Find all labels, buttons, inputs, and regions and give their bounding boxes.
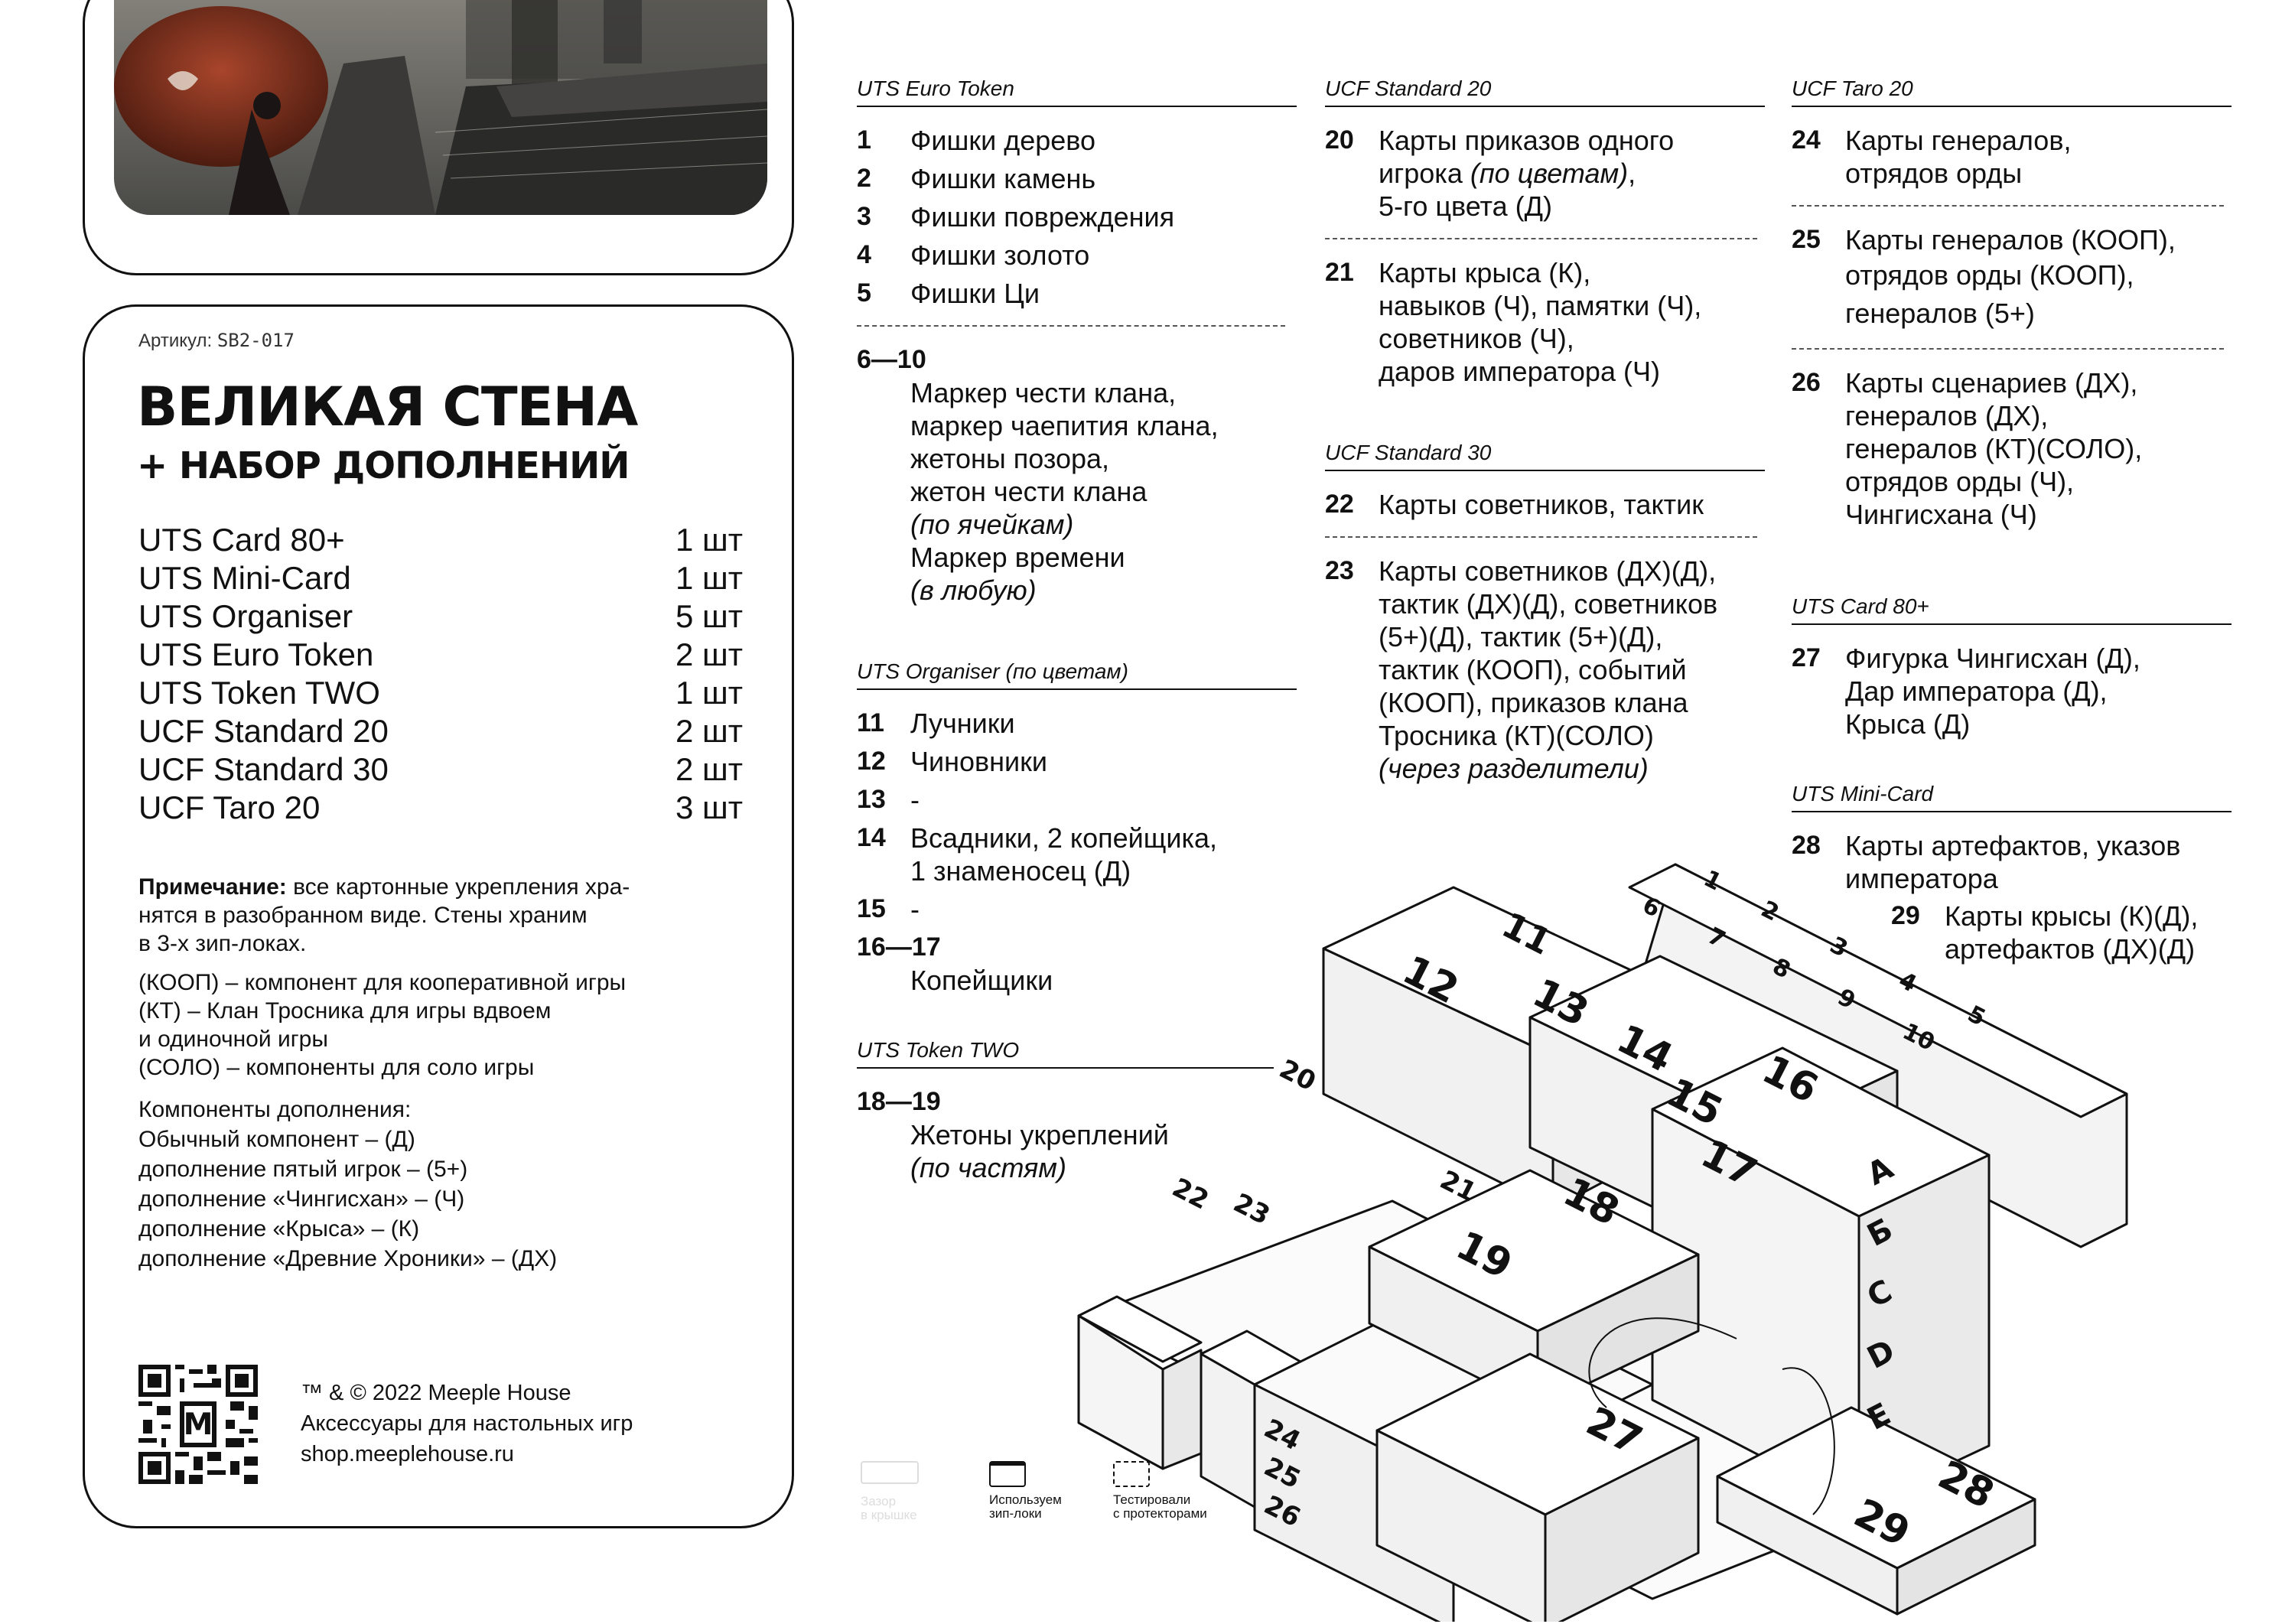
umbrella-shape [114, 6, 328, 167]
list-item: 13- [857, 784, 920, 815]
svg-text:20: 20 [1274, 1053, 1320, 1097]
section-header: UTS Token TWO [857, 1038, 1274, 1069]
divider [1792, 348, 2224, 350]
section-header: UCF Taro 20 [1792, 76, 2232, 107]
divider [1325, 238, 1757, 239]
divider [1792, 205, 2224, 207]
list-item: 6—10 [857, 345, 926, 374]
cover-illustration [114, 0, 767, 215]
contents-row: UTS Card 80+1 шт [138, 522, 743, 558]
product-info-card: Артикул: SB2-017 ВЕЛИКАЯ СТЕНА + НАБОР Д… [83, 304, 794, 1528]
qr-logo: M [184, 1408, 213, 1442]
svg-text:22: 22 [1167, 1172, 1213, 1216]
product-subtitle: + НАБОР ДОПОЛНЕНИЙ [137, 444, 630, 487]
qr-code[interactable]: M [138, 1365, 258, 1488]
arrow-curve [1782, 1367, 1835, 1515]
protectors-note: Тестировали с протекторами [1113, 1461, 1207, 1521]
section-header: UCF Standard 20 [1325, 76, 1765, 107]
divider [857, 325, 1285, 327]
note-label: Примечание: [138, 874, 287, 900]
section-header: UTS Mini-Card [1792, 782, 2232, 812]
list-item: 15- [857, 893, 920, 925]
list-item: 16—17 [857, 932, 941, 962]
cover-photo-card [83, 0, 794, 275]
abbreviation-legend: (КООП) – компонент для кооперативной игр… [138, 970, 627, 1080]
list-item: 18—19 [857, 1087, 941, 1116]
note: Примечание: все картонные укрепления хра… [138, 874, 630, 956]
sku-code: SB2-017 [216, 330, 295, 351]
lid-gap-note: Зазор в крышке [861, 1461, 919, 1522]
zip-lock-note: Используем зип-локи [989, 1461, 1062, 1521]
card-protector-icon [1113, 1461, 1150, 1487]
section-token-two: UTS Token TWO 18—19 Жетоны укреплений (п… [857, 1038, 1274, 1184]
svg-text:23: 23 [1229, 1187, 1274, 1231]
divider [1325, 536, 1757, 538]
section-header: UTS Organiser (по цветам) [857, 659, 1297, 690]
arrow-curve [1588, 1317, 1737, 1408]
publisher-footer: ™ & © 2022 Meeple House Аксессуары для н… [301, 1378, 633, 1469]
section-header: UCF Standard 30 [1325, 441, 1765, 471]
product-title: ВЕЛИКАЯ СТЕНА [137, 376, 638, 438]
website-link[interactable]: shop.meeplehouse.ru [301, 1442, 514, 1466]
storage-diagram: 1 2 3 4 5 6 7 8 9 10 11 12 13 14 15 16 1… [1077, 863, 2128, 1622]
cover-photo [114, 0, 767, 215]
section-header: UTS Euro Token [857, 76, 1297, 107]
zip-lock-icon [989, 1461, 1026, 1487]
qr-code-graphic: M [138, 1365, 258, 1484]
section-header: UTS Card 80+ [1792, 594, 2232, 625]
box-gap-icon [861, 1461, 919, 1484]
addons-legend: Компоненты дополнения: Обычный компонент… [138, 1097, 558, 1271]
sku: Артикул: SB2-017 [138, 330, 295, 351]
